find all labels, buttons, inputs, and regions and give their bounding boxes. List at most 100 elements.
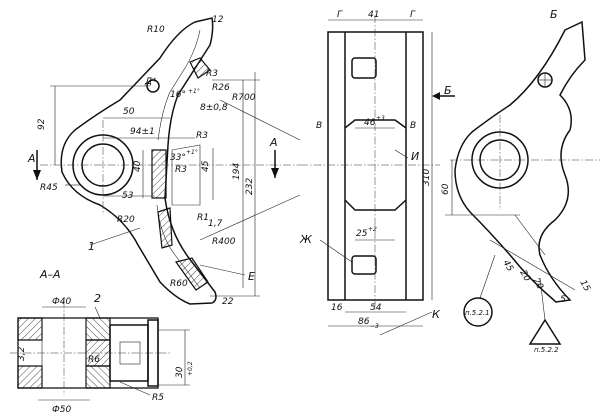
dim-phi50: Ф50 [52,405,71,415]
view-b-title: Б [550,8,558,21]
dim-45: 45 [201,160,211,172]
arrow-b-label: Б [444,84,452,97]
dim-r45: R45 [40,183,58,193]
leader-r400 [199,194,301,241]
dim-phi40: Ф40 [52,297,71,307]
dim-r26: R26 [212,83,230,93]
leader-zh [319,239,353,263]
edge-v-left: В [316,121,322,131]
dim-r20: R20 [117,215,135,225]
dim-chain-line [489,239,576,291]
section-aa [10,300,190,401]
dim-194: 194 [232,163,242,180]
view-b-labels: Б 60 45 20 20 5 15 п.5.2.1 п.5.2.2 [441,8,592,354]
section-strip-bottom [174,257,209,291]
leader-note2 [539,277,546,321]
leader-k [379,311,433,336]
cut-arrow-left [33,170,41,180]
section-hatch-tr [85,317,111,341]
ref-pin-2: 2 [94,292,101,305]
dim-232: 232 [245,178,255,195]
dim-33: 33° [170,153,186,163]
dim-46-sup: +3 [376,115,385,122]
note1-label: п.5.2.1 [465,309,490,317]
section-hatch-tl [17,317,43,341]
dim-92: 92 [37,118,47,130]
dim-60: 60 [441,183,451,195]
dim-g-left: Г [337,10,343,20]
dim-r10: R10 [147,25,165,35]
dim-53: 53 [122,191,134,201]
ref-part-1: 1 [88,240,95,253]
leader-i [394,149,409,159]
rib-inner-line [157,29,201,141]
dim-r6: R6 [88,355,100,365]
cut-label-left: А [27,152,36,165]
dim-54: 54 [370,303,382,313]
ref-weld-e: Е [248,270,255,283]
dim-16: 16 [331,303,343,313]
side-notch-bottom [344,199,407,211]
section-title: А–А [39,268,61,281]
dim-86-sub: −3 [370,323,379,330]
cut-label-right: А [269,136,278,149]
slot-bottom [351,255,377,275]
section-labels: А–А Ф40 2 3,2 R6 Ф50 R5 30 +0,2 [17,268,194,415]
leader-r5 [119,381,151,396]
dim-r5: R5 [152,393,164,403]
dim-17: 1,7 [208,219,223,229]
leader-r700 [219,99,301,141]
dim-40: 40 [133,160,143,172]
note2-label: п.5.2.2 [534,346,559,354]
dim-r1: R1 [197,213,209,223]
dim-r60: R60 [170,279,188,289]
dim-r3-inner: R3 [175,165,187,175]
leader-e [199,264,246,276]
leader-part [89,227,141,246]
section-hatch-br [85,365,111,389]
cut-arrow-right [271,168,279,178]
dim-50: 50 [123,107,135,117]
leader-note1 [479,254,496,299]
dim-r400: R400 [212,237,236,247]
dim-94: 94±1 [130,127,155,137]
dim-b15: 15 [577,279,592,294]
section-hatch-bl [17,365,43,389]
dim-g-right: Г [410,10,416,20]
section-strip-mid [151,149,167,199]
dim-ang16-sup: +1° [188,88,200,95]
side-view-labels: Г 41 Г В В 46 +3 И 310 25 +2 Ж 16 54 86 … [299,10,452,330]
view-b-outline [454,20,586,303]
dim-b45: 45 [500,259,515,274]
dim-r3-mid: R3 [196,131,208,141]
inner-cutout [171,144,201,206]
dim-86: 86 [358,317,370,327]
note-d: Д* [144,77,157,87]
side-outline [327,31,424,301]
dim-25: 25 [356,229,368,239]
dim-chain-ext [514,214,546,256]
section-strip-top [189,57,211,79]
dim-32: 3,2 [17,346,27,361]
ref-weld-i: И [411,150,419,163]
front-view [33,17,301,305]
dim-310: 310 [422,169,432,186]
front-view-labels: R10 12 R3 R26 R700 16° +1° 8±0,8 50 94±1… [27,15,278,307]
dim-41: 41 [368,10,379,20]
view-b [445,20,600,345]
dim-33-sup: +1° [186,149,198,156]
slot-top [351,57,377,79]
note1-circle [463,297,493,327]
dim-30: 30 [175,366,185,378]
dim-b5: 5 [560,295,566,305]
dim-8: 8±0,8 [200,103,228,113]
arrow-b-head [432,92,440,100]
dim-r700: R700 [232,93,256,103]
dim-30-sup: +0,2 [187,361,194,376]
note2-triangle [528,318,562,345]
dim-25-sup: +2 [368,226,377,233]
section-strip-lower [157,207,173,249]
side-view [300,15,455,336]
dim-12: 12 [212,15,224,25]
